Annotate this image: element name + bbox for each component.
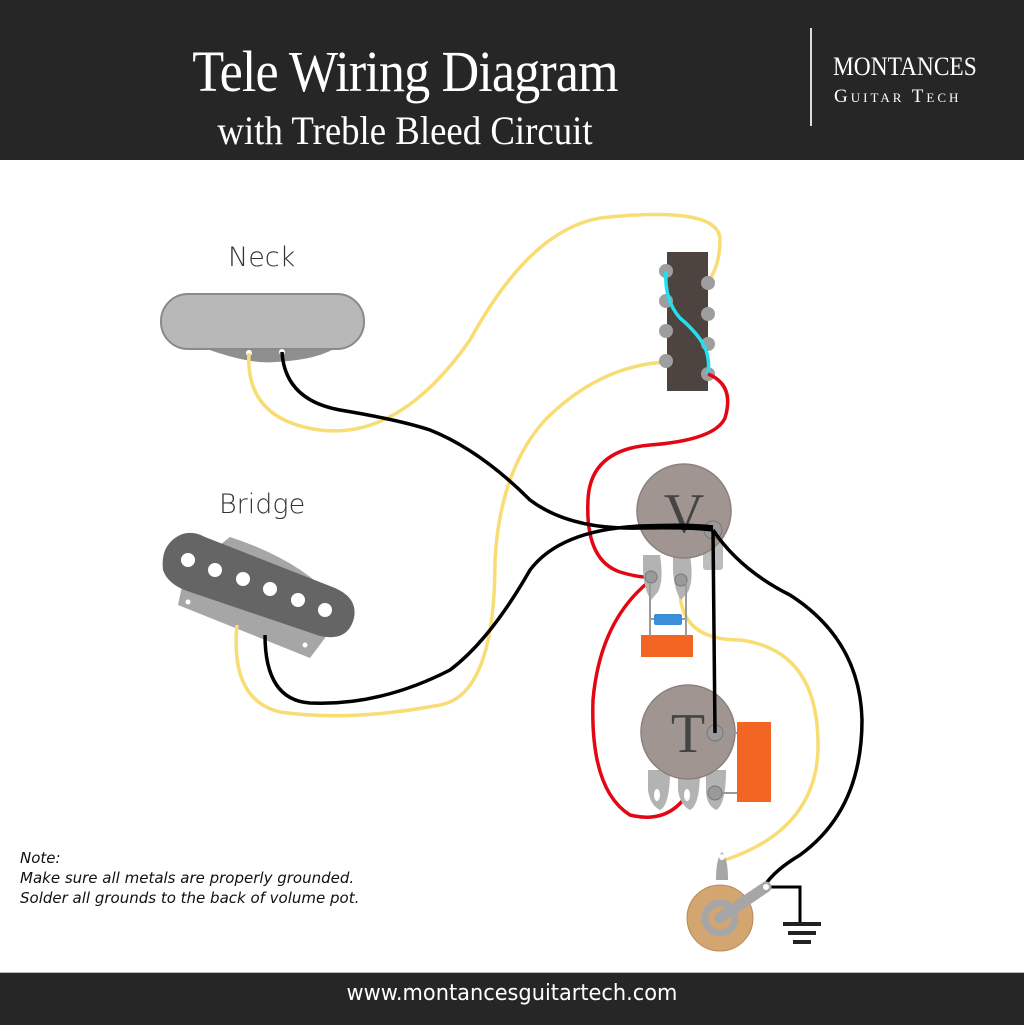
hot-wires: [234, 212, 820, 862]
header-banner: Tele Wiring Diagram with Treble Bleed Ci…: [0, 0, 1024, 160]
bridge-hot-wire: [234, 360, 668, 718]
switch-lug: [701, 276, 715, 290]
header-divider: [810, 28, 812, 126]
note-line-2: Solder all grounds to the back of volume…: [20, 889, 360, 907]
neck-pickup-cover: [160, 293, 365, 350]
switch-jumper-wire: [664, 270, 711, 375]
volume-pot: V: [636, 463, 732, 657]
page-subtitle: with Treble Bleed Circuit: [217, 108, 593, 153]
neck-hot-wire: [247, 212, 722, 433]
tone-lug-terminal: [707, 785, 723, 801]
tone-pot: T: [640, 684, 771, 810]
jack-ground-wire: [711, 529, 864, 887]
mounting-hole: [185, 599, 191, 605]
pole-piece: [208, 563, 222, 577]
bleed-resistor: [654, 614, 682, 625]
volume-lug-terminal: [644, 570, 658, 584]
footer-banner: www.montancesguitartech.com: [0, 972, 1024, 1025]
bridge-ground-wire: [263, 523, 714, 705]
switch-lug: [659, 354, 673, 368]
page-title: Tele Wiring Diagram: [192, 39, 618, 104]
volume-to-tone-wire: [591, 578, 692, 819]
volume-pot-letter: V: [664, 483, 704, 545]
neck-pickup: [160, 293, 365, 363]
bridge-pickup-cover: [162, 532, 355, 638]
pole-piece: [181, 553, 195, 567]
ground-wires: [263, 351, 864, 925]
tone-lug: [678, 770, 700, 810]
jack-sleeve-lug: [714, 881, 772, 924]
neck-pickup-label: Neck: [228, 242, 296, 273]
switch-lug: [659, 324, 673, 338]
note-line-1: Make sure all metals are properly ground…: [20, 869, 355, 887]
tone-ground-wire: [711, 529, 717, 734]
ground-lead: [768, 885, 802, 925]
pole-piece: [318, 603, 332, 617]
tone-capacitor: [737, 722, 771, 802]
pole-piece: [263, 582, 277, 596]
neck-ground-wire: [280, 351, 714, 532]
brand-tagline: Guitar Tech: [834, 86, 962, 107]
bridge-pickup: [162, 532, 355, 658]
red-wires: [586, 372, 730, 819]
pole-piece: [291, 593, 305, 607]
brand-name: MONTANCES: [833, 52, 977, 81]
selector-switch: [659, 252, 715, 391]
output-hot-wire: [678, 589, 820, 862]
note-heading: Note:: [20, 849, 61, 867]
grounding-note: Note: Make sure all metals are properly …: [20, 848, 359, 908]
switch-to-volume-wire: [586, 372, 730, 579]
bridge-pickup-label: Bridge: [219, 489, 306, 520]
lug-hole: [684, 789, 690, 801]
pole-piece: [236, 572, 250, 586]
ground-symbol-icon: [783, 922, 821, 944]
switch-lug: [701, 307, 715, 321]
tone-pot-letter: T: [671, 703, 705, 765]
output-jack: [686, 852, 772, 952]
jack-tip-lug: [716, 852, 728, 880]
mounting-hole: [267, 547, 273, 553]
website-link[interactable]: www.montancesguitartech.com: [346, 981, 678, 1006]
jack-tip-terminal: [719, 854, 725, 860]
mounting-hole: [302, 642, 308, 648]
bleed-capacitor: [641, 635, 693, 657]
jack-ring: [701, 899, 739, 937]
tone-lug: [648, 770, 670, 810]
volume-lug-terminal: [674, 573, 688, 587]
jack-sleeve-terminal: [763, 884, 769, 890]
lug-hole: [654, 789, 660, 801]
switch-body: [667, 252, 708, 391]
